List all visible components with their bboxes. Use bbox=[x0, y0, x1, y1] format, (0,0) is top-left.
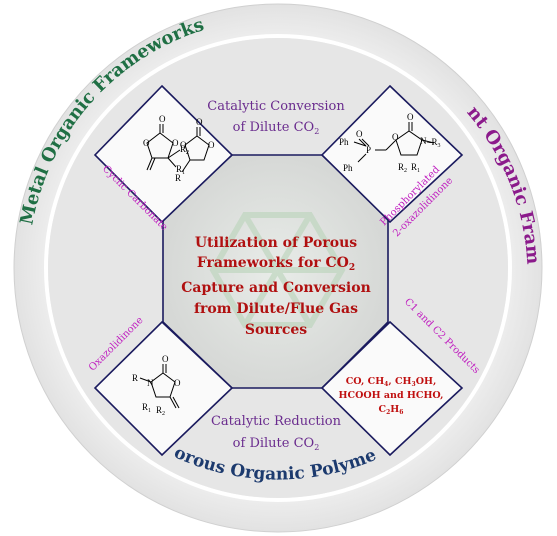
inner-ring-outline bbox=[44, 34, 512, 502]
atom-r2-p-r: R bbox=[398, 162, 404, 172]
atom-o-3: O bbox=[172, 138, 179, 148]
atom-r1-p-sub: 1 bbox=[417, 168, 420, 174]
atom-r2-p: R2 bbox=[398, 162, 407, 174]
atom-o-4: O bbox=[196, 117, 203, 127]
atom-r1-ox-sub: 1 bbox=[148, 408, 151, 414]
center-title-line3: Capture and Conversion bbox=[181, 280, 371, 296]
section-top-sub: 2 bbox=[314, 127, 319, 136]
section-top-line2: of Dilute CO2 bbox=[233, 120, 320, 136]
products-l1-sub1: 4 bbox=[384, 381, 388, 388]
atom-r1-p: R1 bbox=[411, 162, 420, 174]
atom-r1-ox: R1 bbox=[142, 402, 151, 414]
products-l1-b: , CH bbox=[388, 376, 411, 387]
center-title-line1: Utilization of Porous bbox=[195, 235, 357, 251]
products-l3-sub1: 2 bbox=[386, 409, 390, 416]
atom-o-1: O bbox=[159, 114, 166, 124]
section-bottom-line2: of Dilute CO2 bbox=[233, 436, 320, 452]
center-title-line2: Frameworks for CO2 bbox=[197, 255, 355, 273]
atom-o-2: O bbox=[143, 138, 150, 148]
products-l3-sub2: 6 bbox=[399, 409, 403, 416]
atom-ph-1: Ph bbox=[339, 137, 349, 147]
products-l3-a: C bbox=[379, 404, 387, 415]
center-title-co2-sub: 2 bbox=[349, 263, 355, 273]
atom-r2-ox-sub: 2 bbox=[162, 411, 165, 417]
diamond-bottom-right bbox=[320, 320, 464, 457]
oxazolidinone-structure bbox=[139, 364, 180, 409]
products-line2: HCOOH and HCHO, bbox=[339, 390, 444, 401]
section-bottom-line2-text: of Dilute CO bbox=[233, 436, 315, 451]
section-top-line1: Catalytic Conversion bbox=[207, 99, 345, 114]
section-bottom-line1: Catalytic Reduction bbox=[211, 414, 342, 429]
atom-p: P bbox=[366, 145, 371, 155]
atom-o-p1: O bbox=[407, 112, 414, 122]
center-title-line5: Sources bbox=[245, 322, 307, 338]
atom-r1-a-r: R bbox=[176, 164, 182, 174]
atom-r-ox: R bbox=[132, 373, 138, 383]
products-block: CO, CH4, CH3OH, HCOOH and HCHO, C2H6 bbox=[339, 376, 444, 416]
center-title-line2-text: Frameworks for CO bbox=[197, 255, 349, 271]
center-title: Utilization of Porous Frameworks for CO2… bbox=[181, 235, 371, 338]
atom-r2-a-sub: 2 bbox=[186, 150, 189, 156]
atom-r-b: R bbox=[175, 173, 181, 183]
atom-r2-a: R2 bbox=[180, 144, 189, 156]
atom-r3-p: –R3 bbox=[426, 137, 441, 149]
atom-r2-ox: R2 bbox=[156, 405, 165, 417]
atom-r3-sub: 3 bbox=[438, 143, 441, 149]
cyclic-carbonate-atoms: O O O R2 R1 O O O R bbox=[143, 114, 215, 183]
atom-o-ox2: O bbox=[174, 378, 181, 388]
products-line1: CO, CH4, CH3OH, bbox=[346, 376, 437, 388]
atom-r2-p-sub: 2 bbox=[404, 168, 407, 174]
atom-r1-a: R1 bbox=[176, 164, 185, 176]
atom-r2-ox-r: R bbox=[156, 405, 162, 415]
atom-r3-dash: – bbox=[426, 137, 432, 147]
atom-n-ox: N bbox=[147, 378, 154, 388]
atom-o-p3: O bbox=[356, 129, 363, 139]
section-bottom-sub: 2 bbox=[314, 443, 319, 452]
atom-r2-a-r: R bbox=[180, 144, 186, 154]
atom-r1-ox-r: R bbox=[142, 402, 148, 412]
section-top-line2-text: of Dilute CO bbox=[233, 120, 315, 135]
atom-o-p2: O bbox=[392, 132, 399, 142]
products-line3: C2H6 bbox=[379, 404, 404, 416]
atom-o-ox1: O bbox=[162, 354, 169, 364]
diamond-top-right bbox=[320, 84, 464, 224]
atom-r1-p-r: R bbox=[411, 162, 417, 172]
oxazolidinone-atoms: O N O R R1 R2 bbox=[132, 354, 181, 417]
diamond-bottom-left bbox=[93, 320, 234, 457]
center-title-line4: from Dilute/Flue Gas bbox=[194, 301, 358, 317]
atom-r1-a-sub: 1 bbox=[182, 170, 185, 176]
atom-n-p: N bbox=[420, 136, 427, 146]
atom-o-6: O bbox=[208, 140, 215, 150]
products-l1-c: OH, bbox=[416, 376, 437, 387]
atom-r3-r: R bbox=[432, 137, 438, 147]
products-l1-a: CO, CH bbox=[346, 376, 384, 387]
diamond-top-left bbox=[93, 84, 234, 224]
phos-oxazolidinone-atoms: O O N –R3 P O Ph Ph R2 R1 bbox=[339, 112, 441, 174]
atom-o-5: O bbox=[180, 140, 187, 150]
phos-oxazolidinone-structure bbox=[353, 122, 435, 163]
products-l3-b: H bbox=[390, 404, 399, 415]
products-l1-sub2: 3 bbox=[412, 381, 416, 388]
atom-ph-2: Ph bbox=[343, 163, 353, 173]
cyclic-carbonate-structures bbox=[146, 124, 210, 173]
framework-watermark bbox=[209, 212, 346, 328]
